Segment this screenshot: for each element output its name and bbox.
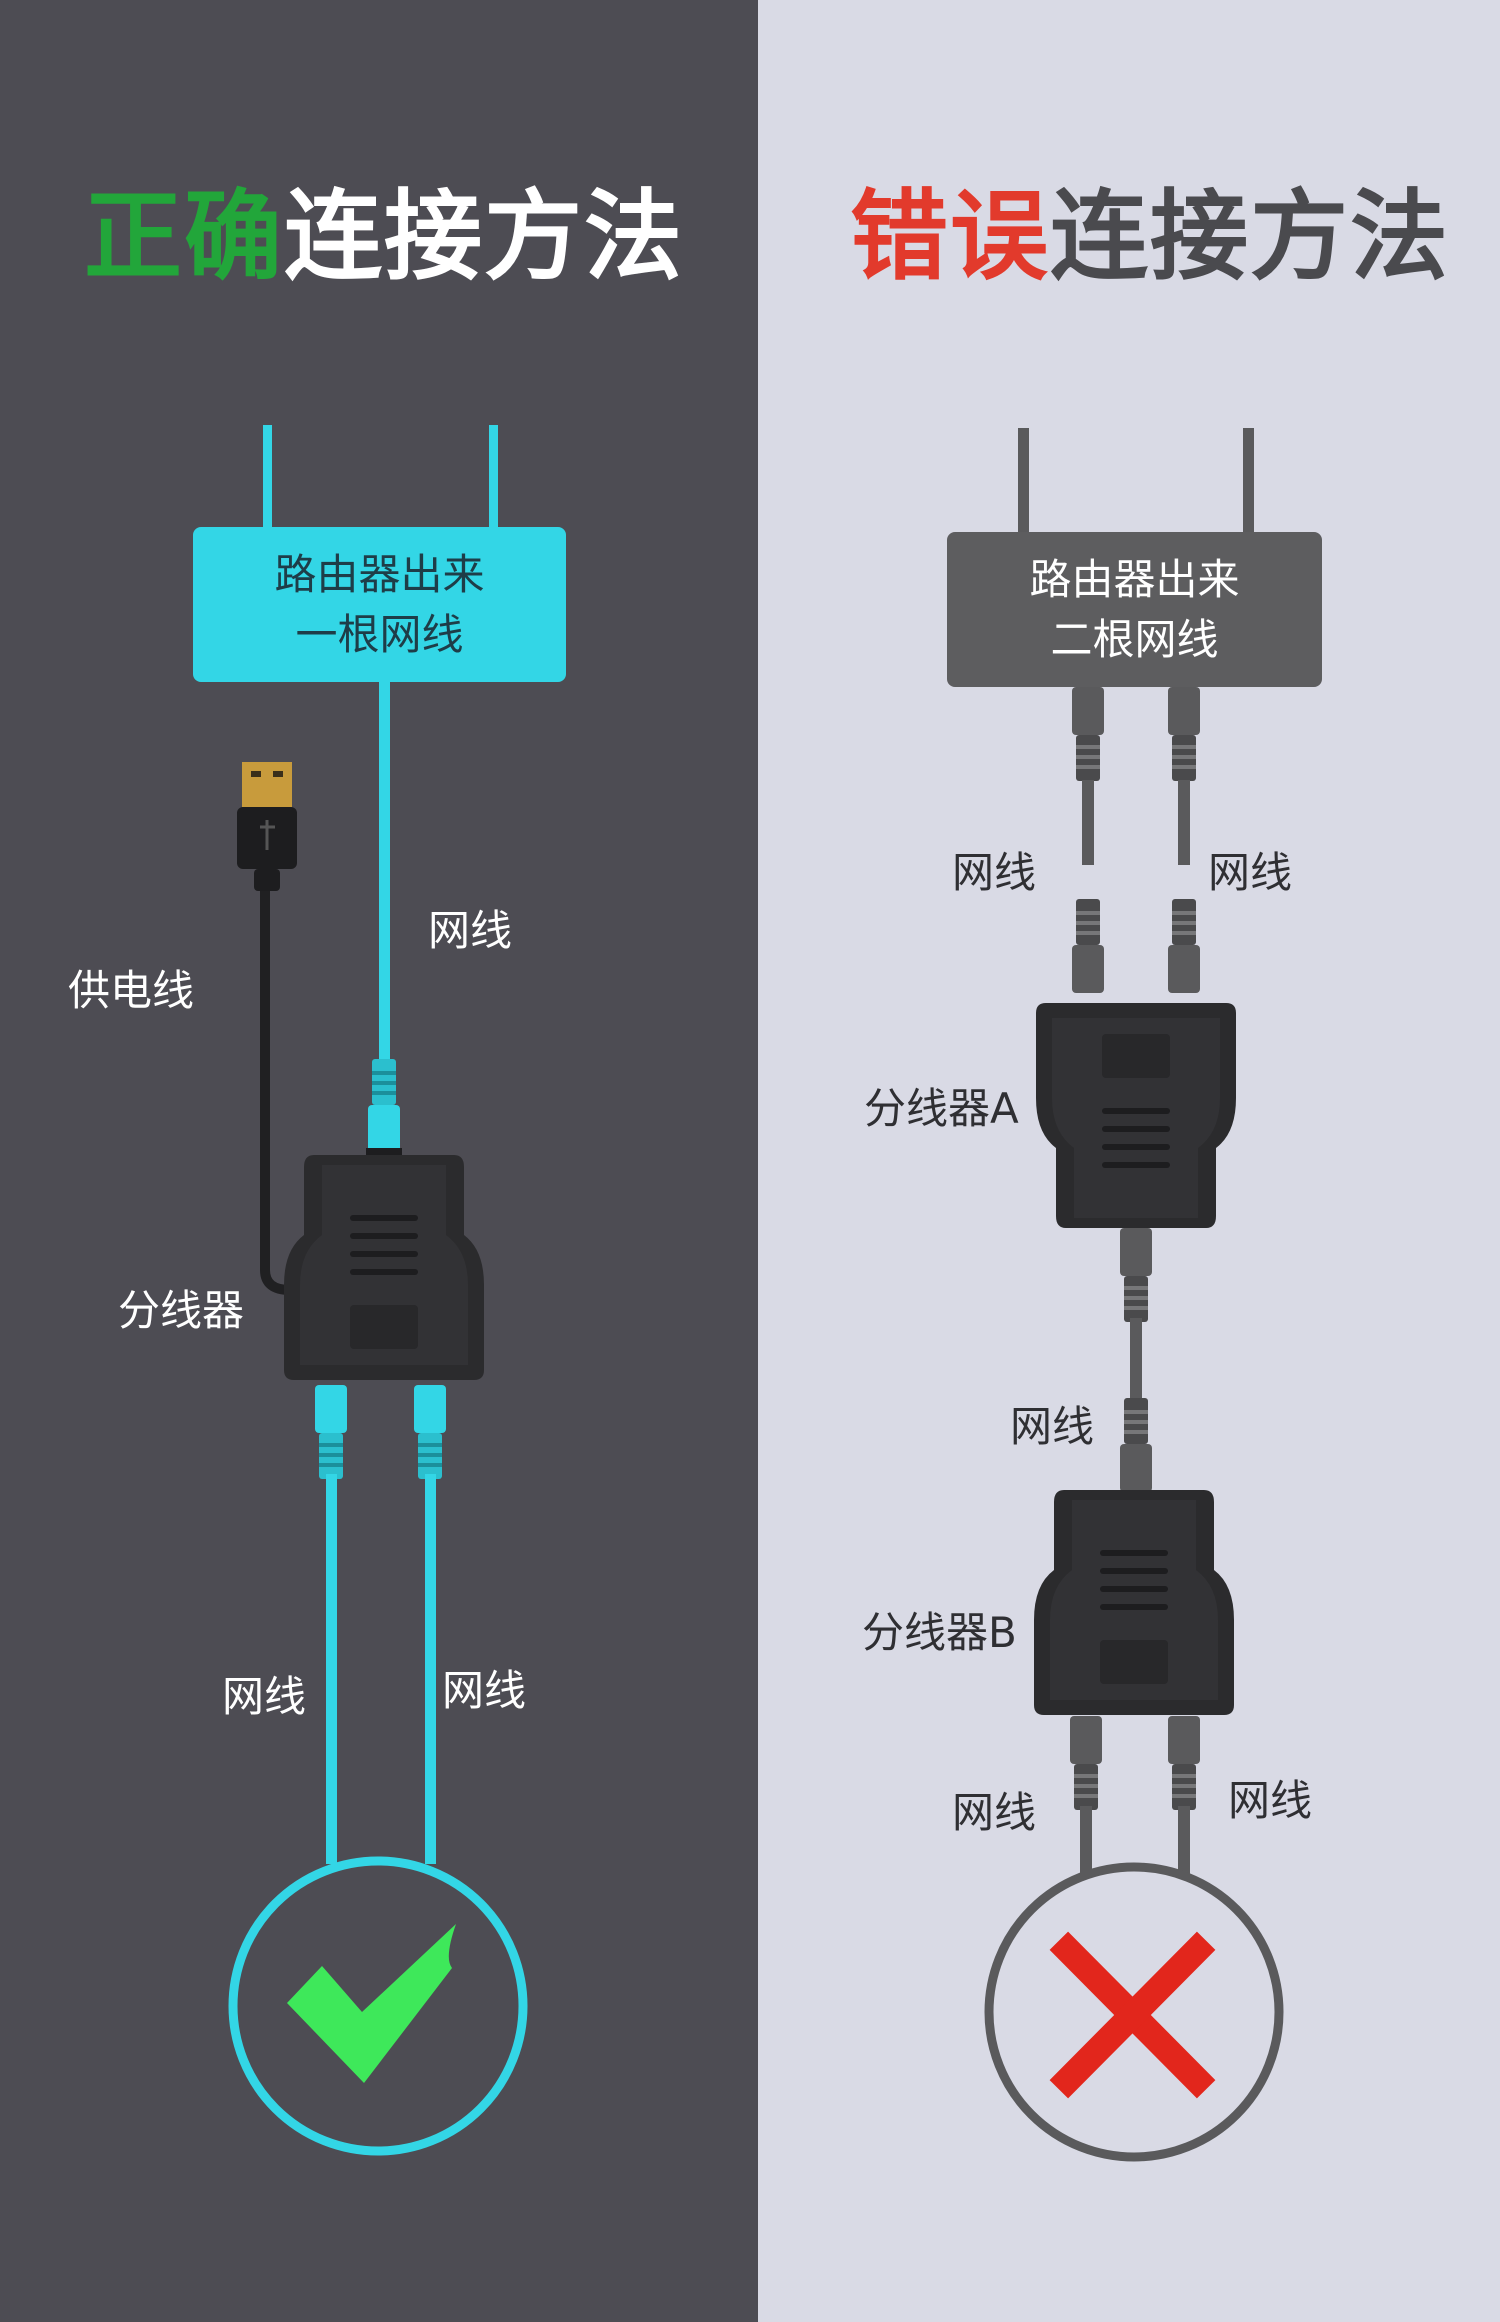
cable-bottom-left [1080, 1806, 1092, 1876]
wrong-title-highlight: 错误 [850, 180, 1051, 294]
rj45-connector-out-left [315, 1385, 347, 1479]
router-label-line1: 路由器出来 [1029, 554, 1240, 604]
cable-top-right [1178, 780, 1190, 865]
rj45-splitter-a-in-left [1072, 899, 1104, 993]
router-label-line1: 路由器出来 [274, 549, 485, 599]
cable-out-right [425, 1474, 436, 1864]
rj45-connector-top [368, 1059, 400, 1153]
wrong-title-rest: 连接方法 [1050, 180, 1451, 294]
rj45-splitter-a-out [1120, 1228, 1152, 1322]
cable-top-left [1082, 780, 1094, 865]
splitter-b-device [1034, 1490, 1234, 1715]
label-cable-bottom-left: 网线 [222, 1672, 307, 1721]
router-antenna-right [489, 425, 498, 529]
cable-bottom-right [1178, 1806, 1190, 1876]
check-icon [287, 1924, 456, 2083]
correct-method-title: 正确连接方法 [84, 188, 684, 286]
correct-title-highlight: 正确 [84, 180, 285, 294]
label-cable-top-left: 网线 [952, 848, 1037, 897]
cable-out-left [326, 1474, 337, 1864]
label-cable-top: 网线 [428, 906, 513, 955]
cable-middle [1130, 1318, 1142, 1408]
label-splitter-b: 分线器B [862, 1608, 1017, 1657]
wrong-method-title: 错误连接方法 [850, 188, 1450, 286]
label-cable-bottom-left: 网线 [952, 1788, 1037, 1837]
cable-router-to-splitter [379, 682, 390, 1066]
label-cable-bottom-right: 网线 [1228, 1776, 1313, 1825]
rj45-splitter-b-out-left [1070, 1716, 1102, 1810]
label-cable-top-right: 网线 [1208, 848, 1293, 897]
label-cable-bottom-right: 网线 [442, 1666, 527, 1715]
label-splitter-a: 分线器A [864, 1084, 1019, 1133]
power-cable [260, 880, 295, 1295]
rj45-splitter-b-out-right [1168, 1716, 1200, 1810]
router-label-line2: 二根网线 [1050, 614, 1219, 664]
router-antenna-left [1018, 428, 1029, 534]
router-box-wrong: 路由器出来 二根网线 [947, 532, 1322, 687]
usb-plug-icon [237, 762, 297, 891]
cross-icon [1049, 1931, 1216, 2099]
rj45-router-out-left [1072, 687, 1104, 781]
router-label-line2: 一根网线 [295, 609, 464, 659]
label-splitter: 分线器 [118, 1286, 245, 1335]
rj45-splitter-a-in-right [1168, 899, 1200, 993]
router-antenna-left [263, 425, 272, 529]
router-antenna-right [1243, 428, 1254, 534]
router-box-correct: 路由器出来 一根网线 [193, 527, 566, 682]
splitter-device [284, 1155, 484, 1380]
splitter-a-device [1036, 1003, 1236, 1228]
rj45-router-out-right [1168, 687, 1200, 781]
rj45-splitter-b-in [1120, 1398, 1152, 1492]
label-power-cable: 供电线 [68, 966, 195, 1015]
rj45-connector-out-right [414, 1385, 446, 1479]
verdict-circle-wrong [984, 1862, 1284, 2162]
label-cable-middle: 网线 [1010, 1402, 1095, 1451]
verdict-circle-correct [228, 1856, 528, 2156]
correct-title-rest: 连接方法 [284, 180, 685, 294]
